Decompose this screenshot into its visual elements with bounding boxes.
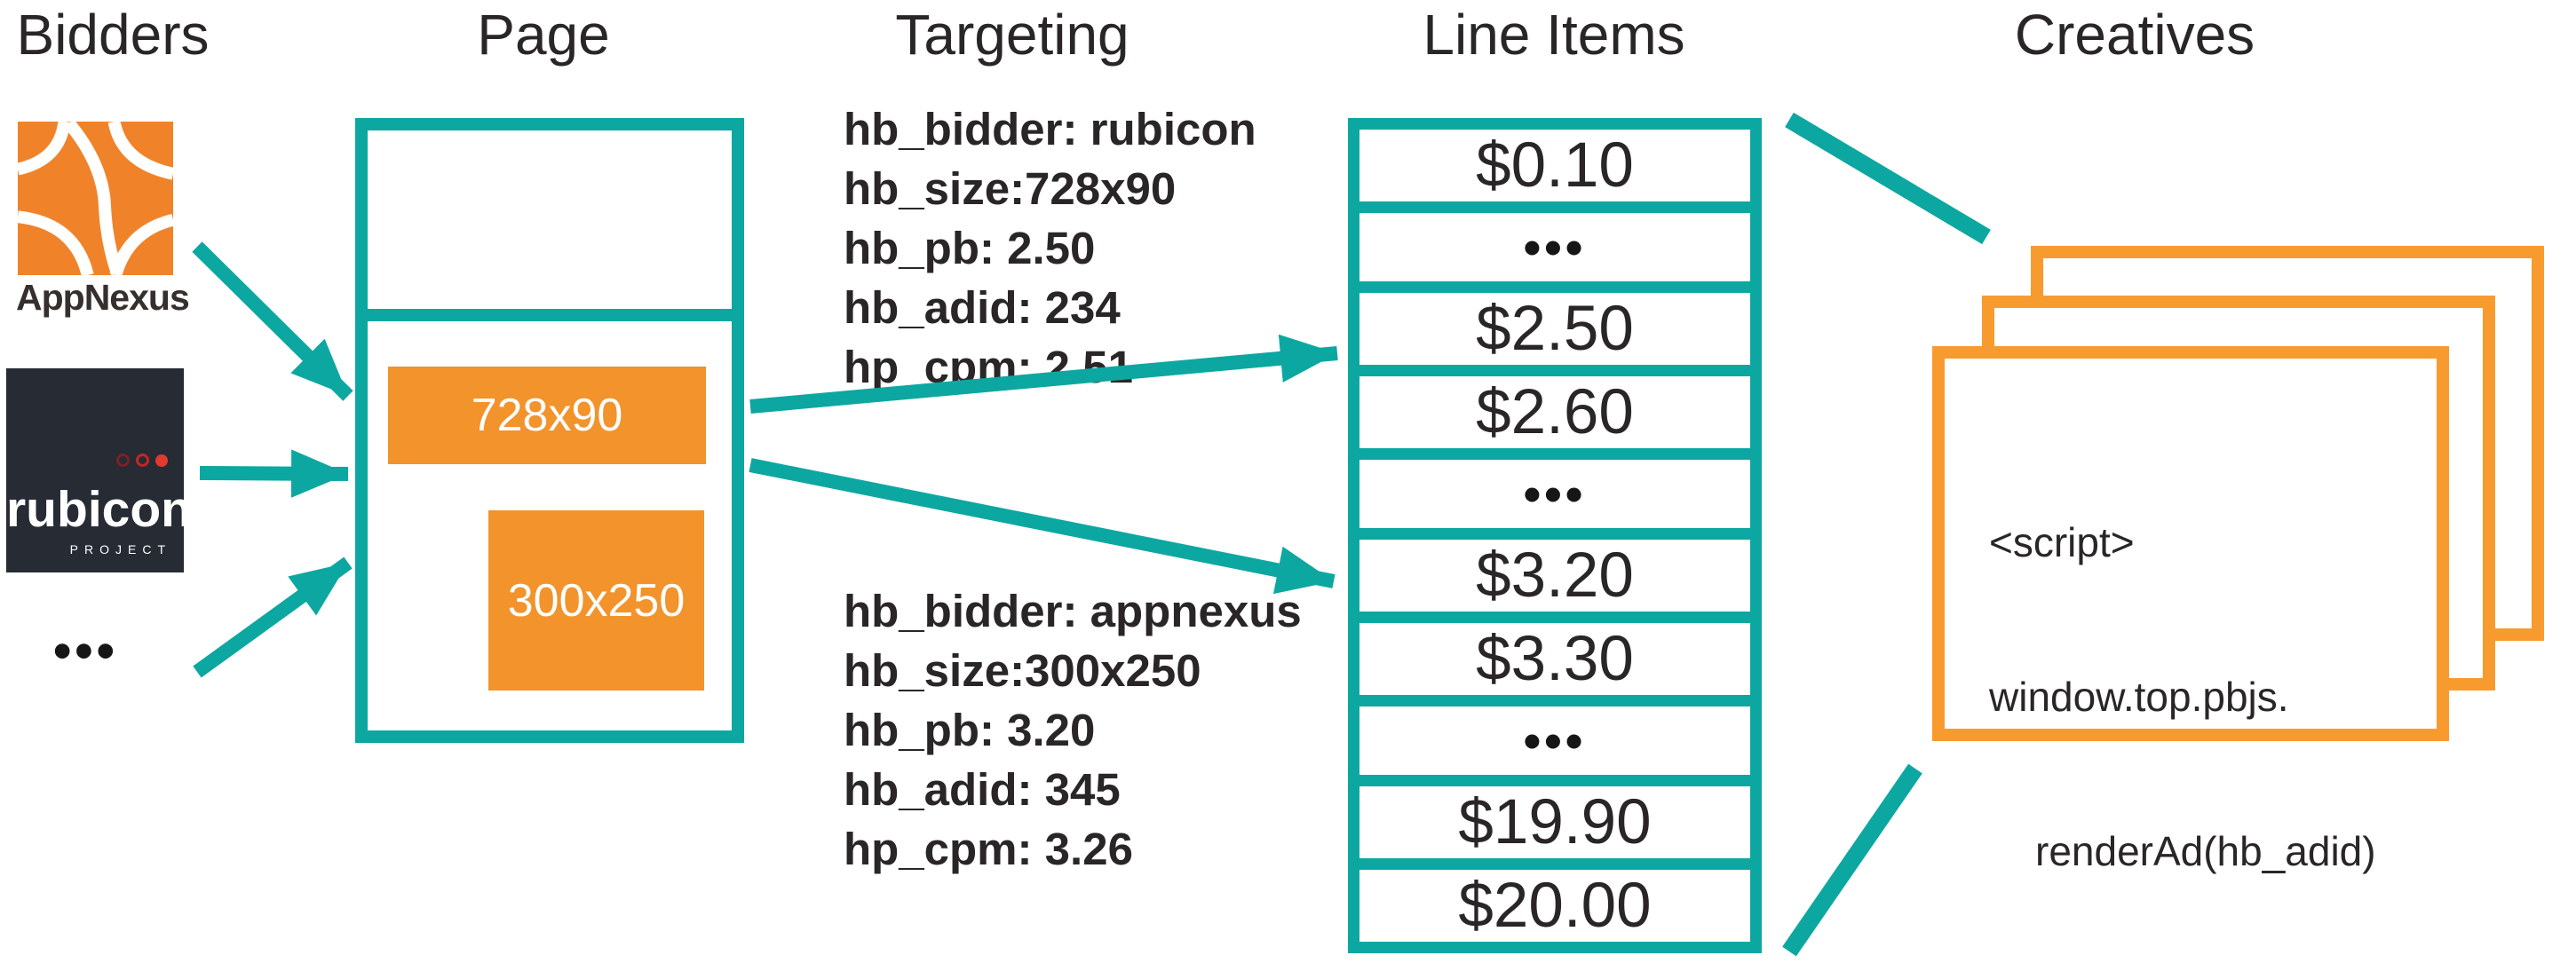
more-bidders-ellipsis: ••• xyxy=(53,622,118,680)
line-items-to-creatives-top xyxy=(1785,112,1991,245)
script-line: renderAd(hb_adid) xyxy=(2035,828,2376,874)
rubicon-wordmark-text: rubicon xyxy=(6,481,192,538)
line-item-row-ellipsis: ••• xyxy=(1359,706,1750,775)
page-box: 728x90 300x250 xyxy=(355,118,744,743)
line-item-row: $0.10 xyxy=(1359,130,1750,201)
column-header-line-items: Line Items xyxy=(1423,3,1685,67)
page-header-divider xyxy=(367,309,733,321)
ad-slot-728x90-label: 728x90 xyxy=(471,390,623,441)
arrow-appnexus-to-page xyxy=(192,241,353,401)
targeting-block-rubicon: hb_bidder: rubicon hb_size:728x90 hb_pb:… xyxy=(844,99,1256,397)
targeting-line: hb_bidder: rubicon xyxy=(844,104,1256,154)
line-item-row-ellipsis: ••• xyxy=(1359,213,1750,281)
rubicon-project-logo: rubicon® PROJECT xyxy=(6,368,202,572)
line-items-to-creatives-bottom xyxy=(1782,763,1922,957)
targeting-line: hb_adid: 345 xyxy=(844,764,1121,815)
appnexus-logo-icon xyxy=(18,122,173,275)
rubicon-project-subtitle: PROJECT xyxy=(69,542,171,556)
targeting-line: hp_cpm: 2.51 xyxy=(844,342,1133,392)
line-item-row: $2.60 xyxy=(1359,376,1750,448)
appnexus-label: AppNexus xyxy=(16,277,190,318)
rubicon-wordmark: rubicon® xyxy=(6,480,202,539)
targeting-line: hb_adid: 234 xyxy=(844,282,1121,333)
targeting-line: hb_pb: 2.50 xyxy=(844,223,1096,273)
ad-slot-300x250-label: 300x250 xyxy=(507,574,686,627)
targeting-line: hp_cpm: 3.26 xyxy=(844,824,1133,874)
targeting-line: hb_pb: 3.20 xyxy=(844,705,1096,755)
column-header-page: Page xyxy=(477,3,610,67)
column-header-bidders: Bidders xyxy=(16,3,210,67)
ad-slot-728x90: 728x90 xyxy=(388,367,706,464)
targeting-line: hb_size:728x90 xyxy=(844,163,1177,214)
rubicon-logo-dots-icon xyxy=(116,454,168,467)
creative-script-snippet: <script> window.top.pbjs. renderAd(hb_ad… xyxy=(1989,414,2376,963)
line-item-row: $2.50 xyxy=(1359,293,1750,365)
line-item-row: $20.00 xyxy=(1359,870,1750,942)
line-item-row: $19.90 xyxy=(1359,786,1750,858)
arrow-page-to-line-item-320 xyxy=(749,458,1336,595)
rubicon-dot-solid xyxy=(155,454,168,467)
targeting-line: hb_bidder: appnexus xyxy=(844,586,1302,636)
script-line: window.top.pbjs. xyxy=(1989,674,2289,720)
column-header-creatives: Creatives xyxy=(2014,3,2255,67)
column-header-targeting: Targeting xyxy=(895,3,1129,67)
targeting-block-appnexus: hb_bidder: appnexus hb_size:300x250 hb_p… xyxy=(844,581,1302,879)
arrow-more-to-page xyxy=(193,556,353,678)
line-item-row: $3.20 xyxy=(1359,540,1750,612)
arrow-rubicon-to-page xyxy=(199,449,349,498)
line-item-row: $3.30 xyxy=(1359,623,1750,695)
line-items-table: $0.10 ••• $2.50 $2.60 ••• $3.20 $3.30 ••… xyxy=(1348,118,1762,953)
rubicon-registered-mark: ® xyxy=(192,515,202,530)
script-line: <script> xyxy=(1989,519,2135,565)
targeting-line: hb_size:300x250 xyxy=(844,645,1201,696)
rubicon-dot-outline xyxy=(116,454,130,467)
line-item-row-ellipsis: ••• xyxy=(1359,460,1750,528)
ad-slot-300x250: 300x250 xyxy=(488,510,704,691)
creative-card-front: <script> window.top.pbjs. renderAd(hb_ad… xyxy=(1932,346,2449,874)
rubicon-dot-half xyxy=(136,454,149,467)
